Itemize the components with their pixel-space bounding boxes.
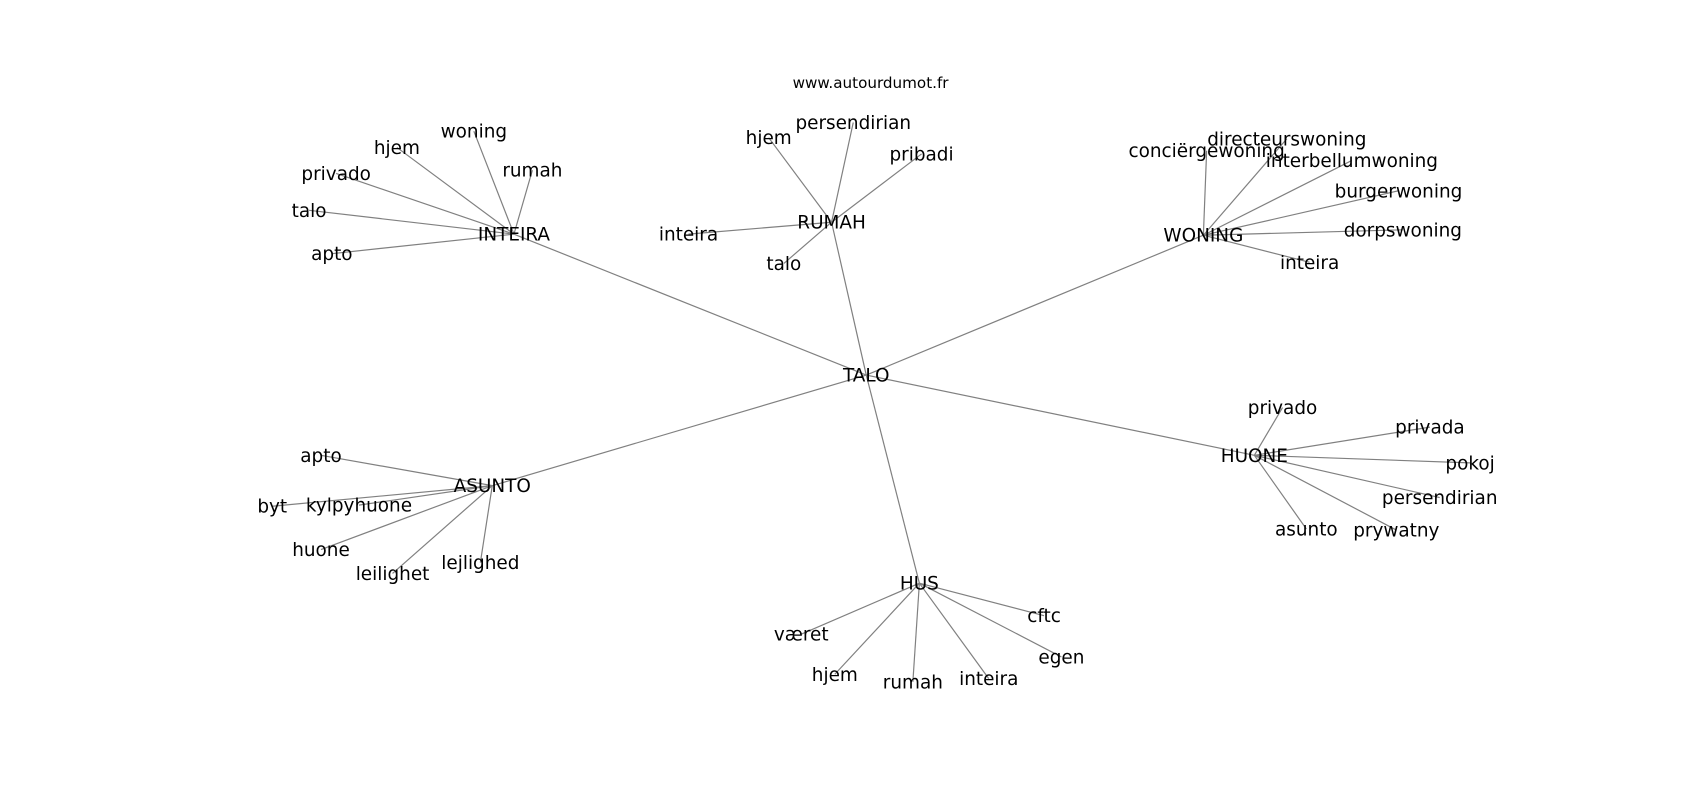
edge-hub-leaf: [1202, 150, 1208, 236]
edge-hub-leaf: [688, 221, 832, 235]
leaf-node-label: directeurswoning: [1207, 129, 1366, 150]
edge-hub-leaf: [1254, 454, 1397, 531]
leaf-node-label: huone: [292, 540, 350, 561]
edge-hub-leaf: [392, 485, 493, 574]
edge-hub-leaf: [479, 485, 493, 563]
hub-node-label: HUONE: [1221, 446, 1288, 467]
edge-center-hub: [865, 374, 920, 584]
leaf-node-label: lejlighed: [441, 553, 519, 574]
leaf-node-label: cftc: [1027, 606, 1061, 627]
center-node-label: TALO: [842, 366, 889, 387]
leaf-node-label: persendirian: [795, 113, 911, 134]
edge-hub-leaf: [320, 454, 493, 487]
edge-hub-leaf: [1203, 234, 1310, 263]
leaf-node-label: inteira: [659, 225, 718, 246]
leaf-node-label: rumah: [883, 672, 943, 693]
leaf-node-label: inteira: [1280, 253, 1339, 274]
edge-hub-leaf: [335, 172, 515, 235]
edge-hub-leaf: [309, 209, 515, 235]
leaf-node-label: asunto: [1275, 520, 1338, 541]
leaf-node-label: hjem: [374, 138, 420, 159]
leaf-node-label: woning: [441, 122, 507, 143]
leaf-node-label: egen: [1038, 647, 1084, 668]
edge-hub-leaf: [1254, 454, 1440, 499]
leaf-node-label: inteira: [959, 669, 1018, 690]
edge-hub-leaf: [831, 153, 922, 223]
leaf-node-label: byt: [257, 497, 287, 518]
leaf-node-label: conciërgewoning: [1128, 141, 1284, 162]
edges: [272, 122, 1471, 682]
leaf-node-label: pribadi: [889, 144, 953, 165]
edge-hub-leaf: [912, 583, 920, 682]
edge-hub-leaf: [1203, 159, 1353, 236]
leaf-node-label: apto: [300, 446, 341, 467]
leaf-node-label: persendirian: [1382, 488, 1498, 509]
leaf-node-label: kylpyhuone: [306, 496, 412, 517]
edge-hub-leaf: [783, 221, 832, 264]
edge-hub-leaf: [513, 170, 533, 235]
edge-center-hub: [866, 374, 1255, 456]
leaf-node-label: privado: [1248, 398, 1317, 419]
edge-hub-leaf: [834, 582, 920, 675]
edge-hub-leaf: [830, 122, 854, 223]
edge-hub-leaf: [800, 582, 920, 635]
nodes: hjem woning rumah privado talo apto INTEIRA hje…: [257, 113, 1497, 693]
edge-hub-leaf: [473, 130, 515, 235]
leaf-node-label: burgerwoning: [1335, 181, 1463, 202]
edge-hub-leaf: [331, 233, 515, 255]
edge-hub-leaf: [919, 582, 1045, 617]
leaf-node-label: pokoj: [1445, 453, 1494, 474]
edge-center-hub: [866, 234, 1204, 376]
edge-hub-leaf: [358, 485, 493, 506]
hub-node-label: WONING: [1163, 226, 1243, 247]
leaf-node-label: rumah: [502, 161, 562, 182]
site-title: www.autourdumot.fr: [793, 74, 950, 92]
leaf-node-label: hjem: [812, 665, 858, 686]
leaf-node-label: privada: [1395, 418, 1465, 439]
leaf-node-label: talo: [292, 201, 327, 222]
edge-hub-leaf: [1254, 454, 1471, 464]
edge-center-hub: [492, 374, 867, 487]
edge-hub-leaf: [1203, 229, 1403, 236]
edge-hub-leaf: [272, 485, 493, 507]
hub-node-label: HUS: [900, 574, 939, 595]
edge-hub-leaf: [768, 137, 833, 223]
hub-node-label: ASUNTO: [454, 476, 531, 497]
edge-center-hub: [830, 222, 867, 376]
leaf-node-label: været: [774, 625, 829, 646]
edge-hub-leaf: [1253, 454, 1307, 530]
leaf-node-label: dorpswoning: [1344, 220, 1462, 241]
edge-hub-leaf: [919, 582, 1062, 658]
leaf-node-label: interbellumwoning: [1266, 151, 1438, 172]
leaf-node-label: privado: [301, 164, 370, 185]
edge-center-hub: [513, 233, 867, 376]
edge-hub-leaf: [396, 146, 515, 235]
hub-node-label: RUMAH: [797, 213, 866, 234]
leaf-node-label: leilighet: [356, 564, 430, 585]
edge-hub-leaf: [1202, 138, 1288, 236]
edge-hub-leaf: [1253, 407, 1284, 456]
leaf-node-label: talo: [766, 254, 801, 275]
edge-hub-leaf: [918, 582, 990, 679]
edge-hub-leaf: [1203, 190, 1399, 236]
leaf-node-label: apto: [311, 244, 352, 265]
leaf-node-label: prywatny: [1353, 521, 1439, 542]
hub-node-label: INTEIRA: [478, 225, 551, 246]
edge-hub-leaf: [1254, 426, 1431, 456]
leaf-node-label: hjem: [746, 128, 792, 149]
edge-hub-leaf: [320, 485, 493, 551]
